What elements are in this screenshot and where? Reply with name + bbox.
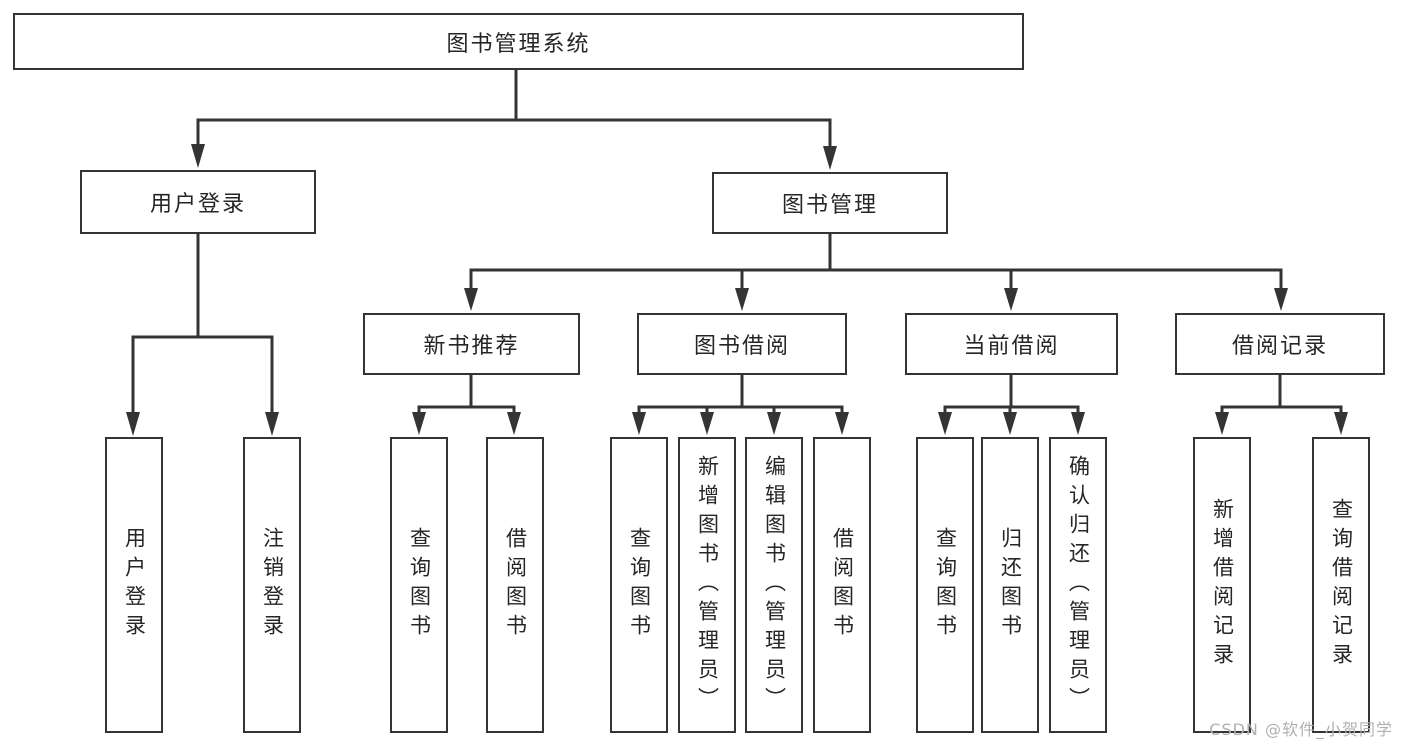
node-label: 查询图书 xyxy=(627,527,652,643)
arrowhead xyxy=(265,412,279,436)
arrowhead xyxy=(1334,412,1348,435)
leaf-query-books-recommend: 查询图书 xyxy=(390,437,448,733)
leaf-query-books-borrowing: 查询图书 xyxy=(610,437,668,733)
edge-mgmt-to-level3 xyxy=(469,232,1283,289)
node-new-book-recommendation: 新书推荐 xyxy=(363,313,580,375)
arrowhead xyxy=(938,412,952,435)
edge-current-to-leaves xyxy=(943,373,1080,413)
arrowheads xyxy=(126,144,1348,436)
arrowhead xyxy=(700,412,714,435)
arrowhead xyxy=(191,144,205,168)
leaf-logout: 注销登录 xyxy=(243,437,301,733)
arrowhead xyxy=(126,412,140,436)
node-user-login: 用户登录 xyxy=(80,170,316,234)
arrowhead xyxy=(412,412,426,435)
node-label: 查询图书 xyxy=(933,527,958,643)
arrowhead xyxy=(507,412,521,435)
leaf-query-books-current: 查询图书 xyxy=(916,437,974,733)
node-book-management: 图书管理 xyxy=(712,172,948,234)
node-label: 确认归还（管理员） xyxy=(1066,454,1091,716)
node-label: 查询借阅记录 xyxy=(1329,498,1354,672)
watermark-text: CSDN @软件_小贺同学 xyxy=(1209,720,1393,739)
leaf-add-book-admin: 新增图书（管理员） xyxy=(678,437,736,733)
node-label: 用户登录 xyxy=(122,527,147,643)
node-label: 借阅记录 xyxy=(1231,334,1328,359)
node-label: 当前借阅 xyxy=(963,334,1060,359)
arrowhead xyxy=(767,412,781,435)
arrowhead xyxy=(1003,412,1017,435)
node-label: 新增借阅记录 xyxy=(1210,498,1235,672)
node-borrowing-records: 借阅记录 xyxy=(1175,313,1385,375)
arrowhead xyxy=(835,412,849,435)
edge-borrow-to-leaves xyxy=(637,373,844,413)
node-label: 归还图书 xyxy=(998,527,1023,643)
arrowhead xyxy=(735,288,749,311)
leaf-user-login: 用户登录 xyxy=(105,437,163,733)
edge-records-to-leaves xyxy=(1220,373,1343,413)
leaf-add-borrow-record: 新增借阅记录 xyxy=(1193,437,1251,733)
edge-login-to-leaves xyxy=(131,232,274,413)
node-label: 查询图书 xyxy=(407,527,432,643)
node-library-management-system: 图书管理系统 xyxy=(13,13,1024,70)
edge-newbook-to-leaves xyxy=(417,373,516,413)
edge-root-to-level2 xyxy=(196,66,832,147)
arrowhead xyxy=(1004,288,1018,311)
leaf-confirm-return-admin: 确认归还（管理员） xyxy=(1049,437,1107,733)
node-label: 新书推荐 xyxy=(423,334,520,359)
arrowhead xyxy=(632,412,646,435)
node-label: 用户登录 xyxy=(149,192,246,217)
arrowhead xyxy=(1215,412,1229,435)
arrowhead xyxy=(464,288,478,311)
leaf-borrow-books: 借阅图书 xyxy=(813,437,871,733)
leaf-query-borrow-record: 查询借阅记录 xyxy=(1312,437,1370,733)
node-book-borrowing: 图书借阅 xyxy=(637,313,847,375)
leaf-borrow-books-recommend: 借阅图书 xyxy=(486,437,544,733)
arrowhead xyxy=(1071,412,1085,435)
node-label: 注销登录 xyxy=(260,527,285,643)
node-label: 图书借阅 xyxy=(693,334,790,359)
arrowhead xyxy=(823,146,837,170)
arrowhead xyxy=(1274,288,1288,311)
node-label: 图书管理系统 xyxy=(446,31,591,57)
node-current-borrowing: 当前借阅 xyxy=(905,313,1118,375)
node-label: 借阅图书 xyxy=(503,527,528,643)
node-label: 图书管理 xyxy=(781,193,878,218)
node-label: 新增图书（管理员） xyxy=(695,454,720,716)
node-label: 借阅图书 xyxy=(830,527,855,643)
node-label: 编辑图书（管理员） xyxy=(762,454,787,716)
leaf-edit-book-admin: 编辑图书（管理员） xyxy=(745,437,803,733)
leaf-return-book: 归还图书 xyxy=(981,437,1039,733)
